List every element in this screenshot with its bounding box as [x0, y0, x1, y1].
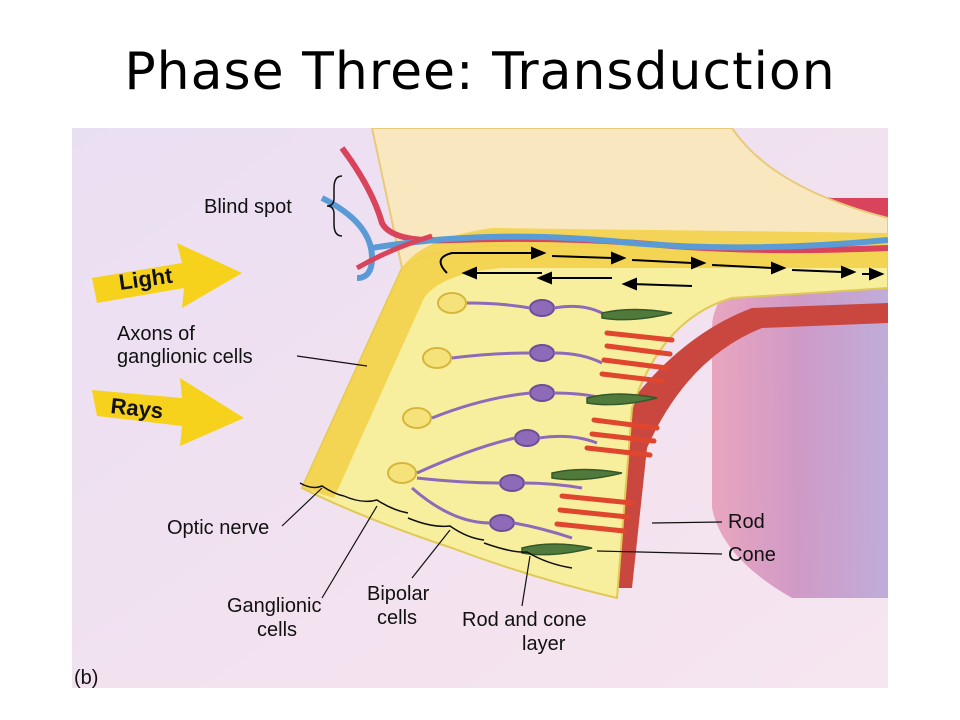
rays-arrow: Rays [92, 378, 244, 446]
rodcone-label-line1: Rod and cone [462, 609, 587, 631]
axons-leader [296, 355, 368, 367]
axons-label-line1: Axons of [117, 323, 195, 345]
panel-label: (b) [74, 667, 98, 688]
cone-leader [596, 550, 723, 555]
choroid-layer [712, 128, 888, 598]
rodcone-leader [521, 555, 531, 607]
signal-arrows [439, 246, 885, 291]
blood-vessel-red-2 [355, 233, 433, 271]
blind-spot-brace [326, 175, 343, 237]
optic-nerve-leader [281, 487, 323, 527]
rod-leader [651, 521, 723, 524]
optic-nerve-label: Optic nerve [167, 517, 269, 539]
bipolar-cells [489, 299, 555, 532]
nerve-fiber-layer [302, 228, 888, 498]
retina-diagram: Light Rays Blind spot Axons of ganglioni… [72, 128, 888, 688]
rod-cells [554, 330, 675, 534]
ganglionic-label-line1: Ganglionic [227, 595, 322, 617]
bipolar-leader [411, 529, 451, 579]
rodcone-label-line2: layer [522, 633, 566, 655]
pigment-layer [612, 303, 888, 588]
bipolar-label-line1: Bipolar [367, 583, 430, 605]
ganglionic-leader [321, 505, 378, 599]
ganglion-cells [387, 292, 467, 484]
bipolar-processes [411, 301, 603, 540]
rays-label: Rays [109, 393, 164, 423]
light-arrow: Light [92, 243, 242, 308]
blind-spot-label: Blind spot [204, 196, 292, 218]
cone-label: Cone [728, 544, 776, 566]
bottom-braces [299, 482, 573, 569]
axons-label-line2: ganglionic cells [117, 346, 253, 368]
rod-label: Rod [728, 511, 765, 533]
slide-title: Phase Three: Transduction [124, 42, 836, 102]
ganglionic-label-line2: cells [257, 619, 297, 641]
cone-cells [521, 308, 673, 556]
bipolar-label-line2: cells [377, 607, 417, 629]
